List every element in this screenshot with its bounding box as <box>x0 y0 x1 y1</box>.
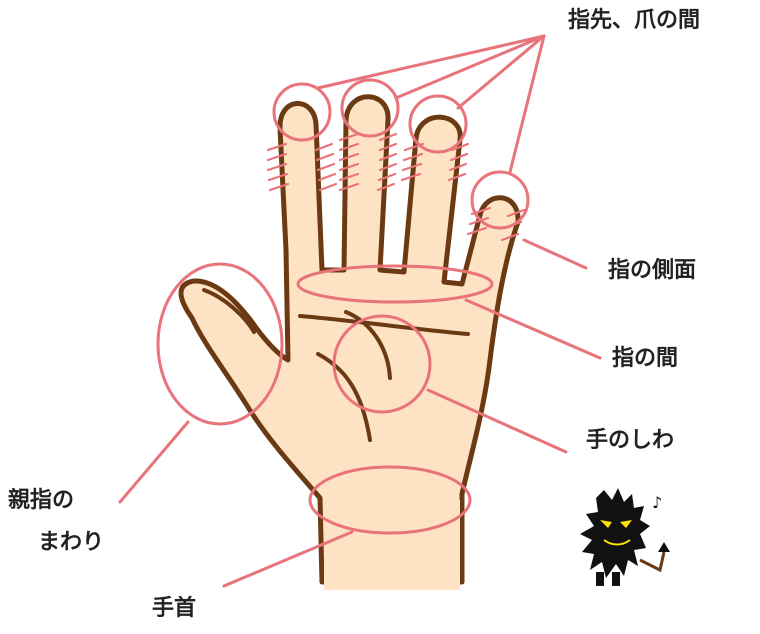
label-palm-creases: 手のしわ <box>586 428 675 453</box>
arm-bottom-cover <box>324 500 460 590</box>
ring-between-fingers <box>296 264 494 304</box>
label-between-fingers: 指の間 <box>612 346 679 371</box>
leader-lines <box>118 34 602 588</box>
label-around-thumb-line1: 親指の <box>8 488 75 513</box>
ring-index-tip <box>340 78 400 138</box>
music-note: ♪ <box>652 493 662 512</box>
label-wrist: 手首 <box>152 596 197 621</box>
highlight-rings <box>156 78 530 535</box>
palm-lines <box>202 288 470 442</box>
ring-middle-tip <box>408 94 468 154</box>
ring-pinky-tip <box>470 170 530 230</box>
label-around-thumb: 親指の まわり <box>8 486 104 557</box>
ring-thumb-tip <box>272 82 332 142</box>
finger-side-hatching <box>266 132 526 242</box>
ring-palm <box>332 314 432 414</box>
ring-thumb <box>156 262 284 426</box>
hand-outline <box>178 94 521 585</box>
ring-wrist <box>308 465 472 535</box>
label-finger-sides: 指の側面 <box>608 258 697 283</box>
label-around-thumb-line2: まわり <box>38 529 105 555</box>
mascot-character <box>580 488 670 586</box>
label-fingertips-nails: 指先、爪の間 <box>568 8 701 33</box>
